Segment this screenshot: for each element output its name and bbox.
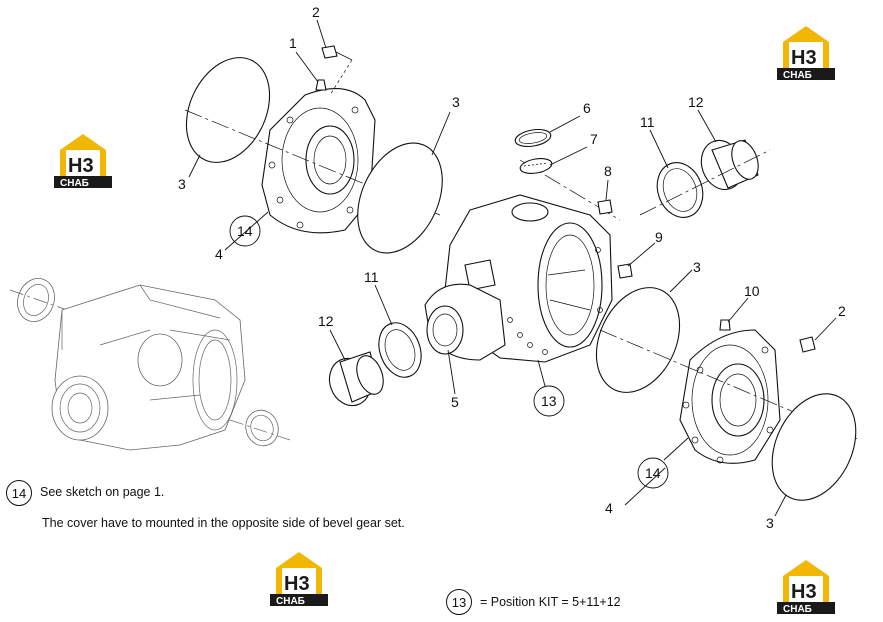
callout-12-left: 12 [318, 313, 334, 329]
cover-mounting-note: The cover have to mounted in the opposit… [42, 516, 405, 530]
callout-7: 7 [590, 131, 598, 147]
svg-text:СНАБ: СНАБ [783, 70, 812, 80]
axle-housing [424, 159, 621, 363]
left-cover [184, 88, 441, 234]
seal-left-11 [378, 322, 422, 378]
note-badge-13: 13 [446, 589, 472, 615]
callout-6: 6 [583, 100, 591, 116]
h3-snab-logo-top-right: H3 СНАБ [777, 26, 835, 80]
svg-text:H3: H3 [68, 155, 94, 177]
callout-3-middle: 3 [452, 94, 460, 110]
svg-text:H3: H3 [791, 581, 817, 603]
o-ring-right-middle [595, 287, 681, 393]
callout-9: 9 [655, 229, 663, 245]
callout-4-left: 4 [215, 246, 223, 262]
leader-lines [188, 19, 837, 517]
shim-disc [519, 158, 553, 174]
callout-13: 13 [541, 393, 557, 409]
kit-note: = Position KIT = 5+11+12 [480, 595, 621, 609]
callout-3-bottom: 3 [766, 515, 774, 531]
callout-circle-14-right [637, 457, 669, 489]
svg-text:СНАБ: СНАБ [276, 596, 305, 606]
callout-5: 5 [451, 394, 459, 410]
h3-snab-logo-bottom-right: H3 СНАБ [777, 560, 835, 614]
callout-10: 10 [744, 283, 760, 299]
callout-14-right: 14 [645, 465, 661, 481]
svg-text:H3: H3 [284, 573, 310, 595]
callout-11-left: 11 [364, 269, 379, 285]
callout-circle-14-left [229, 215, 261, 247]
callout-2-top: 2 [312, 4, 320, 20]
o-ring-middle [357, 142, 443, 254]
callout-circle-13 [533, 385, 565, 417]
h3-snab-logo-bottom-center: H3 СНАБ [270, 552, 328, 606]
callout-14-left: 14 [237, 223, 253, 239]
svg-text:H3: H3 [791, 47, 817, 69]
seal-right-11 [656, 162, 704, 218]
housing-sketch [9, 278, 291, 451]
fill-screw-10 [719, 319, 731, 331]
o-ring-right-bottom [771, 393, 857, 501]
callout-3-right: 3 [693, 259, 701, 275]
note-badge-14: 14 [6, 480, 32, 506]
callout-3-left: 3 [178, 176, 186, 192]
bushing-left-12 [328, 351, 384, 407]
callout-2-right: 2 [838, 303, 846, 319]
snap-ring [514, 128, 552, 148]
drain-screw-2 [799, 336, 816, 353]
callout-1: 1 [289, 35, 297, 51]
right-cover [599, 329, 861, 464]
sketch-reference-note: See sketch on page 1. [40, 485, 165, 499]
breather-screw [315, 45, 353, 96]
bushing-right-12 [639, 139, 771, 216]
svg-text:СНАБ: СНАБ [783, 604, 812, 614]
plug-screw-8 [597, 199, 613, 215]
plug-screw-9 [617, 263, 633, 279]
callout-12-top: 12 [688, 94, 704, 110]
callout-11-top: 11 [640, 114, 655, 130]
callout-8: 8 [604, 163, 612, 179]
callout-4-right: 4 [605, 500, 613, 516]
h3-snab-logo-left: H3 СНАБ [54, 134, 112, 188]
svg-text:СНАБ: СНАБ [60, 178, 89, 188]
